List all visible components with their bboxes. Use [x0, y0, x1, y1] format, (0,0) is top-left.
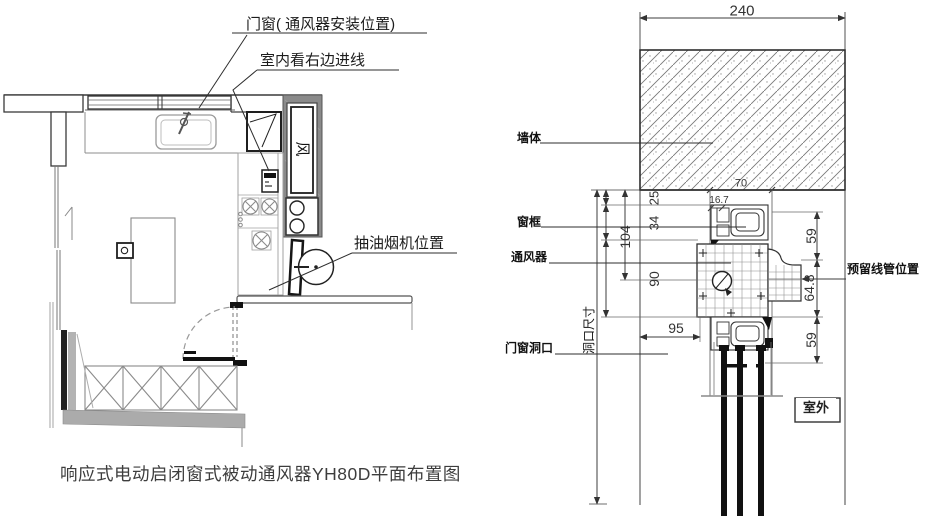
conduit-step [767, 248, 802, 302]
window-frame-bottom [710, 316, 773, 351]
dim-right-bottom: 59 [803, 332, 819, 348]
dim-right-top: 59 [803, 228, 819, 244]
balcony-railing [84, 365, 238, 411]
label-wall: 墙体 [517, 131, 542, 145]
callout-range-hood: 抽油烟机位置 [354, 235, 445, 252]
label-outdoor: 室外 [796, 398, 837, 417]
corner-cabinet [246, 111, 282, 152]
dim-frame-height: 34 [646, 215, 662, 231]
duct-wind-symbol: 风 [293, 141, 311, 157]
plan-window [85, 95, 235, 111]
section-leaders [540, 142, 746, 355]
dim-profile-width: 70 [734, 177, 748, 190]
callout-wire-entry: 室内看右边进线 [260, 52, 366, 69]
dim-vent-height: 90 [646, 271, 662, 287]
bar-counter [236, 295, 413, 330]
dim-gap-top: 25 [646, 190, 662, 206]
label-ventilator: 通风器 [511, 250, 548, 264]
range-hood [287, 238, 335, 297]
callout-window-install: 门窗( 通风器安装位置) [246, 16, 396, 33]
dim-bottom-width: 95 [668, 320, 684, 336]
faucet-icon [178, 111, 192, 135]
ventilator-grid [696, 243, 769, 318]
dim-top-total: 104 [617, 225, 633, 249]
leader-lines [198, 32, 457, 291]
dim-inset: 16.7 [709, 195, 729, 206]
figure-caption: 响应式电动启闭窗式被动通风器YH80D平面布置图 [60, 464, 461, 484]
plan-walls [3, 94, 322, 330]
dim-conduit-height: 64.8 [801, 274, 817, 302]
label-opening: 门窗洞口 [505, 341, 554, 355]
dimension-lines [589, 12, 846, 505]
label-window-frame: 窗框 [517, 215, 542, 229]
plan-counter [84, 112, 238, 154]
door-swing [182, 302, 247, 366]
dim-wall-width: 240 [729, 2, 755, 20]
wall-hatch [639, 49, 846, 505]
kitchen-plan-drawing [3, 32, 457, 447]
vent-shaft [282, 94, 323, 238]
left-wall-bars [49, 302, 246, 447]
island [116, 217, 176, 304]
label-conduit: 预留线管位置 [847, 262, 920, 276]
wire-entry-box [261, 169, 279, 193]
glass-panes [701, 342, 783, 516]
label-opening-size: 洞口尺寸 [582, 305, 596, 355]
